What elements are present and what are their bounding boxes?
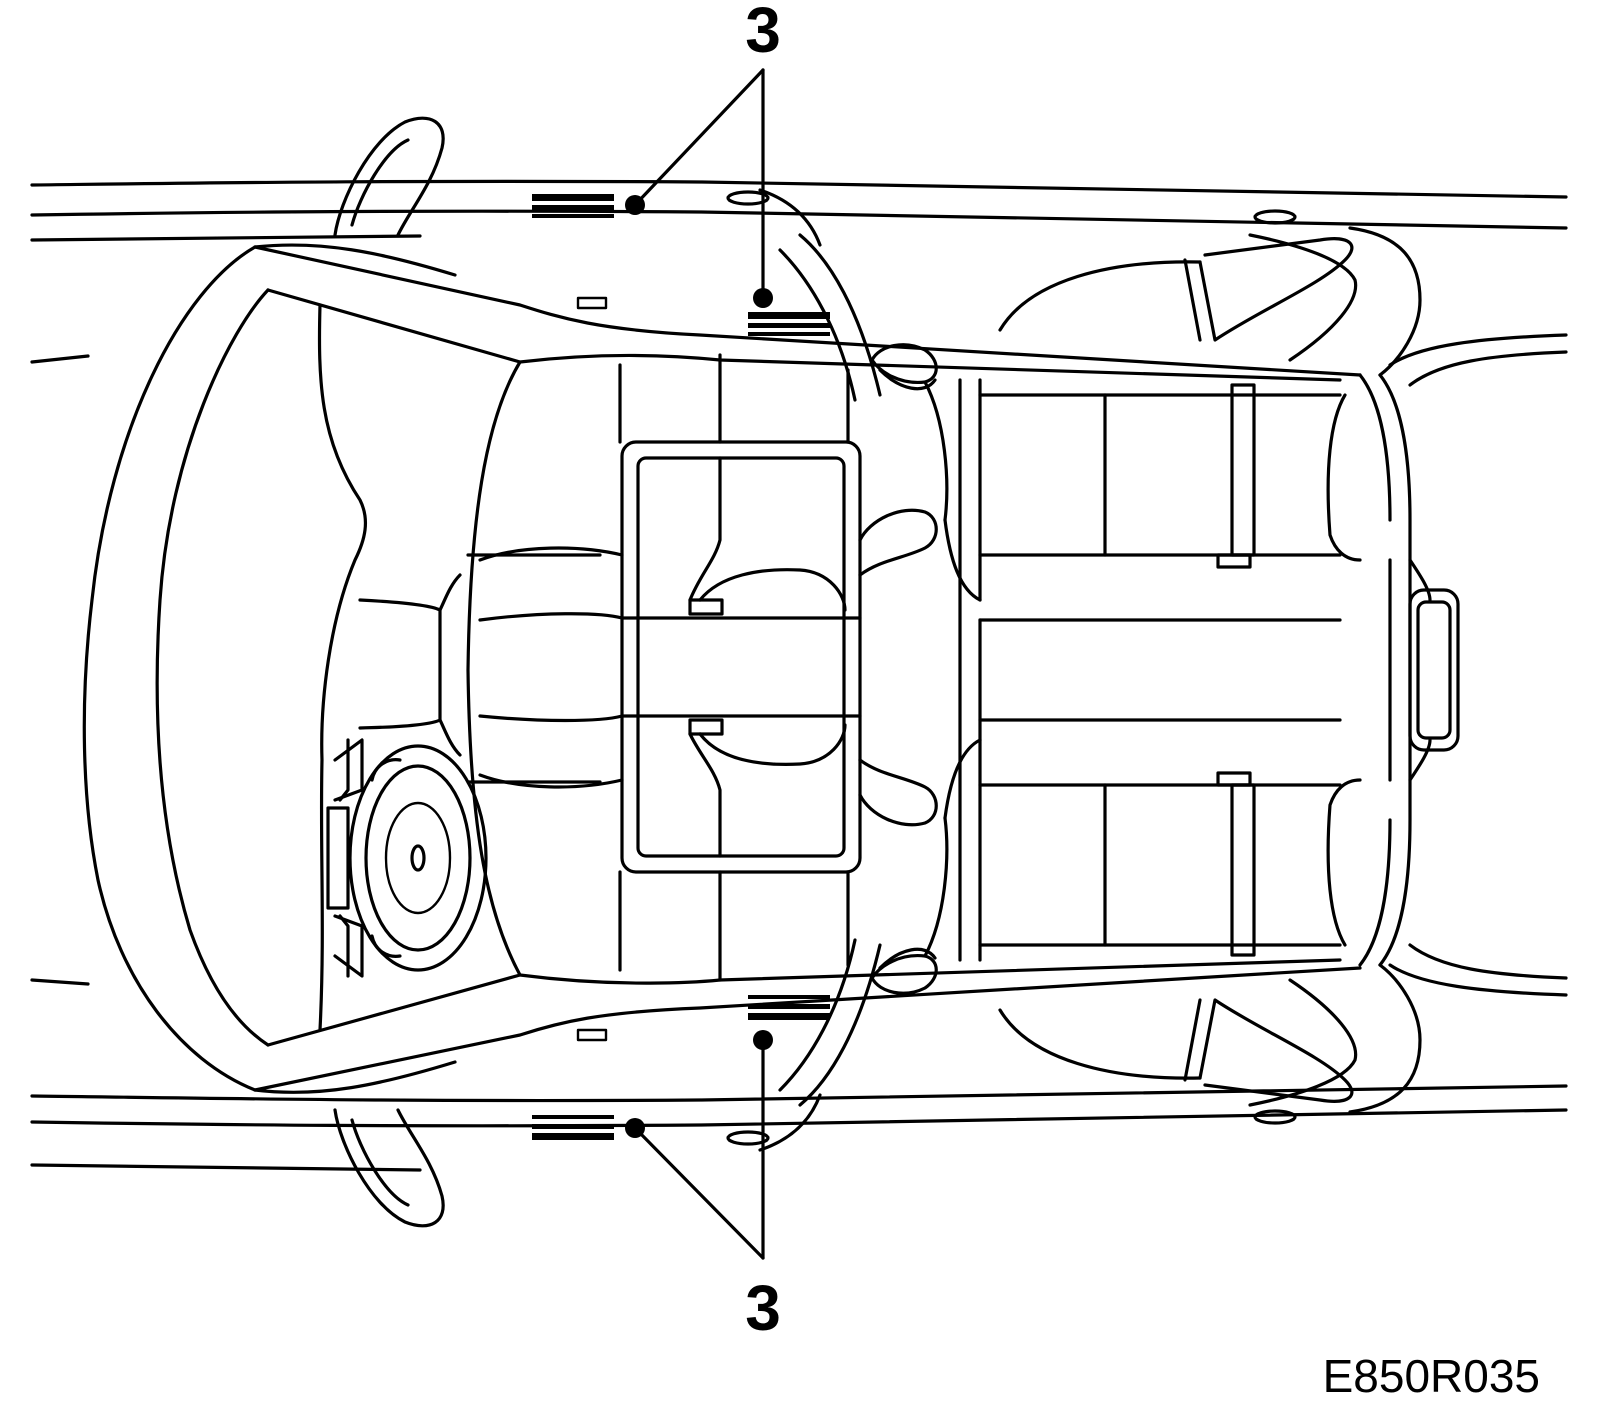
callout-dot bbox=[753, 288, 773, 308]
rear-hoop bbox=[726, 190, 1422, 1146]
side-mirror-left-top bbox=[333, 116, 445, 237]
figure-code: E850R035 bbox=[1323, 1350, 1540, 1402]
b-pillar-area bbox=[858, 343, 982, 995]
callout-leaders-bottom bbox=[625, 1030, 773, 1260]
sill-plate-inner-top bbox=[748, 312, 830, 319]
callout-dot bbox=[625, 1118, 645, 1138]
windshield-frame bbox=[82, 243, 1362, 1094]
car-body-sides bbox=[30, 179, 1568, 1172]
side-mirror-left-bottom bbox=[333, 1108, 445, 1228]
callout-dot bbox=[753, 1030, 773, 1050]
callout-dot bbox=[625, 195, 645, 215]
front-seats bbox=[478, 546, 624, 789]
sill-plate-outer-top bbox=[532, 194, 614, 201]
rear-seats bbox=[978, 260, 1342, 1080]
sunroof bbox=[618, 353, 862, 982]
callout-label-bottom: 3 bbox=[745, 1272, 781, 1344]
callout-label-top: 3 bbox=[745, 0, 781, 66]
sill-plate-inner-bottom bbox=[748, 995, 830, 999]
sill-plate-outer-bottom bbox=[532, 1115, 614, 1119]
sill-plates bbox=[532, 194, 830, 1140]
rear-deck bbox=[1326, 373, 1460, 967]
callout-leaders-top bbox=[625, 68, 773, 308]
steering-wheel bbox=[326, 738, 488, 978]
